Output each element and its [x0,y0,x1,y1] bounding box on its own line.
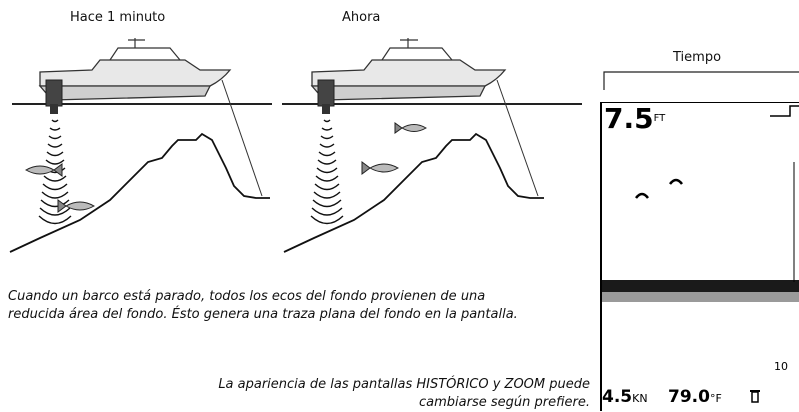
bottom-echo-gray [602,292,799,302]
label-now: Ahora [342,10,381,25]
battery-icon [751,391,759,403]
time-bracket [603,71,799,90]
fish-arch-1 [635,192,649,199]
caption-note-line1: La apariencia de las pantallas HISTÓRICO… [218,377,590,392]
depth-marker [770,105,799,117]
fish-arch-2 [669,178,683,185]
fish-right-1 [361,161,400,175]
sonar-screen: 7.5FT 10 4.5KN 79.0°F [600,102,799,411]
depth-readout: 7.5FT [604,104,665,134]
speed-unit: KN [632,392,648,405]
scale-label: 10 [774,360,788,373]
bottom-echo-band [602,280,799,292]
temperature-readout: 79.0°F [668,386,722,410]
label-time: Tiempo [673,50,722,65]
bottom-contour-left [9,132,270,253]
caption-main: Cuando un barco está parado, todos los e… [8,288,518,324]
temperature-unit: °F [709,392,722,405]
caption-note: La apariencia de las pantallas HISTÓRICO… [170,376,590,412]
fish-right-2 [394,122,427,134]
fish-left-1 [24,163,63,177]
temperature-value: 79.0 [668,387,710,407]
sonar-screen-graphics [600,102,799,411]
bottom-contour-right [283,132,544,253]
fish-left-2 [57,199,96,213]
caption-main-line2: reducida área del fondo. Ésto genera una… [8,307,518,322]
caption-main-line1: Cuando un barco está parado, todos los e… [8,289,486,304]
caption-note-line2: cambiarse según prefiere. [419,395,590,410]
speed-value: 4.5 [602,387,633,407]
label-one-minute-ago: Hace 1 minuto [70,10,166,25]
depth-unit: FT [653,113,666,124]
speed-readout: 4.5KN [602,386,648,410]
depth-value: 7.5 [604,102,654,135]
boat-left [38,38,263,197]
sonar-cone-right [310,119,344,225]
boat-right [310,38,539,197]
